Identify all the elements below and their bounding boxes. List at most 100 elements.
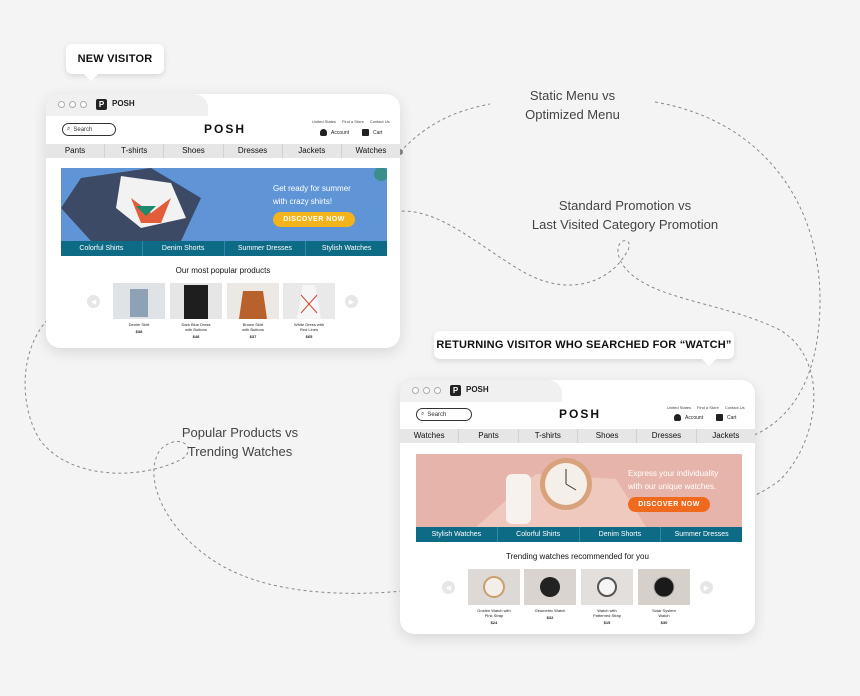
account-link[interactable]: Account <box>320 129 349 136</box>
menu-item-dresses[interactable]: Dresses <box>637 429 697 443</box>
top-link-country[interactable]: United States <box>667 405 692 410</box>
search-placeholder: Search <box>427 411 447 418</box>
product-name-line2: Patterned Strap <box>592 613 622 618</box>
posh-logo[interactable]: POSH <box>204 122 247 136</box>
returning-visitor-browser-window: P POSH ⌕ Search POSH United States Find … <box>400 380 755 634</box>
window-controls[interactable] <box>412 387 441 394</box>
product-price: $38 <box>135 329 143 334</box>
menu-item-jackets[interactable]: Jackets <box>283 144 342 158</box>
posh-logo[interactable]: POSH <box>559 407 602 421</box>
account-label: Account <box>331 129 350 136</box>
carousel-prev-button[interactable]: ◀ <box>87 295 100 308</box>
menu-item-pants[interactable]: Pants <box>459 429 519 443</box>
promo-text-line2: with our unique watches. <box>628 482 717 491</box>
product-name-line1: Golden Watch with <box>477 608 511 613</box>
cart-link[interactable]: Cart <box>362 129 382 136</box>
product-price: $15 <box>603 620 611 625</box>
product-card[interactable]: Denim Skirt $38 <box>113 283 165 334</box>
top-link-contact[interactable]: Contact Us <box>724 405 745 410</box>
menu-item-tshirts[interactable]: T-shirts <box>105 144 165 158</box>
product-card[interactable]: Geometric Watch $32 <box>524 569 576 620</box>
browser-tab-title[interactable]: POSH <box>466 385 489 394</box>
promo-text-line1: Express your individuality <box>628 469 719 478</box>
product-card[interactable]: Watch with Patterned Strap $15 <box>581 569 633 625</box>
main-menu: Watches Pants T-shirts Shoes Dresses Jac… <box>400 429 755 443</box>
top-link-store[interactable]: Find a Store <box>697 405 719 410</box>
discover-now-button[interactable]: DISCOVER NOW <box>273 212 355 227</box>
carousel-next-button[interactable]: ▶ <box>345 295 358 308</box>
product-name-line1: Denim Skirt <box>128 322 150 327</box>
menu-comparison-label: Static Menu vs Optimized Menu <box>490 86 655 124</box>
product-card[interactable]: Brown Skirt with Buttons $37 <box>227 283 279 339</box>
search-input[interactable]: ⌕ Search <box>416 408 472 421</box>
product-name-line1: Solar System <box>652 608 676 613</box>
product-image[interactable] <box>283 283 335 319</box>
product-price: $65 <box>305 334 313 339</box>
product-price: $30 <box>660 620 668 625</box>
category-tab-denim-shorts[interactable]: Denim Shorts <box>143 241 225 256</box>
category-tabs: Colorful Shirts Denim Shorts Summer Dres… <box>61 241 387 256</box>
window-controls[interactable] <box>58 101 87 108</box>
category-tab-stylish-watches[interactable]: Stylish Watches <box>416 527 498 542</box>
category-tab-summer-dresses[interactable]: Summer Dresses <box>225 241 307 256</box>
menu-item-shoes[interactable]: Shoes <box>164 144 224 158</box>
product-name-line1: White Dress with <box>293 322 324 327</box>
category-tab-colorful-shirts[interactable]: Colorful Shirts <box>498 527 580 542</box>
products-label-line1: Popular Products vs <box>181 425 299 440</box>
carousel-prev-button[interactable]: ◀ <box>442 581 455 594</box>
top-link-country[interactable]: United States <box>312 119 337 124</box>
product-card[interactable]: Golden Watch with Pink Strap $24 <box>468 569 520 625</box>
product-price: $48 <box>192 334 200 339</box>
menu-item-watches[interactable]: Watches <box>355 146 387 155</box>
product-card[interactable]: White Dress with Red Lines $65 <box>283 283 335 339</box>
browser-tab-title[interactable]: POSH <box>112 99 135 108</box>
top-link-contact[interactable]: Contact Us <box>369 119 390 124</box>
product-image[interactable] <box>524 569 576 605</box>
product-name-line2: with Buttons <box>185 327 207 332</box>
category-tab-stylish-watches[interactable]: Stylish Watches <box>321 245 372 252</box>
promo-banner[interactable]: Express your individuality with our uniq… <box>416 454 742 527</box>
discover-now-button[interactable]: DISCOVER NOW <box>628 497 710 512</box>
search-icon: ⌕ <box>67 126 71 132</box>
returning-visitor-callout: RETURNING VISITOR WHO SEARCHED FOR “WATC… <box>434 331 734 367</box>
product-card[interactable]: Dark Blue Dress with Buttons $48 <box>170 283 222 339</box>
product-image[interactable] <box>227 283 279 319</box>
product-name-line2: with Buttons <box>242 327 264 332</box>
menu-item-dresses[interactable]: Dresses <box>224 144 283 158</box>
category-tab-denim-shorts[interactable]: Denim Shorts <box>580 527 662 542</box>
chevron-left-icon: ◀ <box>90 298 97 306</box>
product-image[interactable] <box>638 569 690 605</box>
product-price: $32 <box>546 615 554 620</box>
menu-item-jackets[interactable]: Jackets <box>712 431 740 440</box>
carousel-next-button[interactable]: ▶ <box>700 581 713 594</box>
cart-link[interactable]: Cart <box>716 414 736 421</box>
posh-favicon-icon: P <box>450 385 461 396</box>
menu-label-line2: Optimized Menu <box>525 107 620 122</box>
top-links: United States Find a Store Contact Us <box>312 119 390 124</box>
account-link[interactable]: Account <box>674 414 703 421</box>
search-icon: ⌕ <box>421 411 425 417</box>
category-tab-summer-dresses[interactable]: Summer Dresses <box>674 531 729 538</box>
category-tabs: Stylish Watches Colorful Shirts Denim Sh… <box>416 527 742 542</box>
posh-favicon-icon: P <box>96 99 107 110</box>
menu-item-tshirts[interactable]: T-shirts <box>519 429 578 443</box>
cart-icon <box>362 129 369 136</box>
product-name-line2: Pink Strap <box>484 613 504 618</box>
menu-item-watches[interactable]: Watches <box>400 429 460 443</box>
promo-banner[interactable]: Get ready for summer with crazy shirts! … <box>61 168 387 241</box>
product-price: $24 <box>490 620 498 625</box>
product-name-line2: Red Lines <box>299 327 318 332</box>
menu-item-pants[interactable]: Pants <box>46 144 106 158</box>
top-link-store[interactable]: Find a Store <box>342 119 364 124</box>
product-image[interactable] <box>468 569 520 605</box>
account-label: Account <box>685 414 704 421</box>
search-input[interactable]: ⌕ Search <box>62 123 116 136</box>
menu-item-shoes[interactable]: Shoes <box>578 429 638 443</box>
menu-label-line1: Static Menu vs <box>529 88 616 103</box>
product-image[interactable] <box>113 283 165 319</box>
product-image[interactable] <box>581 569 633 605</box>
product-image[interactable] <box>170 283 222 319</box>
product-card[interactable]: Solar System Watch $30 <box>638 569 690 625</box>
category-tab-colorful-shirts[interactable]: Colorful Shirts <box>61 241 143 256</box>
